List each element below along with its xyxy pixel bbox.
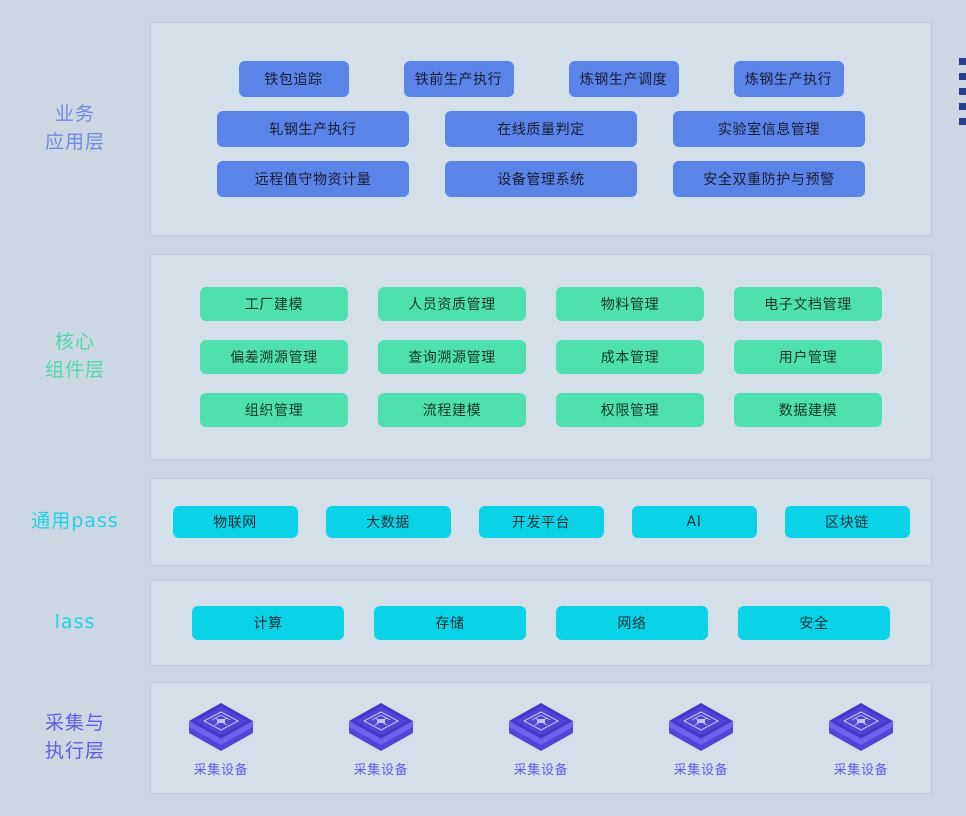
layer-business-application: 业务 应用层 铁包追踪 铁前生产执行 炼钢生产调度 炼钢生产执行 轧钢生产执行 … [0,22,932,236]
module-button[interactable]: 组织管理 [200,393,348,427]
module-button[interactable]: 轧钢生产执行 [217,111,409,147]
module-button[interactable]: 数据建模 [734,393,882,427]
legend-square-marker [959,73,966,80]
layer-iaas: lass 计算 存储 网络 安全 [0,580,932,666]
device-label: 采集设备 [193,762,249,778]
device-item[interactable]: 采集设备 [335,699,427,778]
layer-label-line: 核心 [54,331,95,354]
module-button[interactable]: 流程建模 [378,393,526,427]
legend-square-marker [959,88,966,95]
chip-device-icon [505,699,577,755]
module-button[interactable]: AI [631,506,757,538]
device-item[interactable]: 采集设备 [655,699,747,778]
module-button[interactable]: 权限管理 [556,393,704,427]
pill-row: 偏差溯源管理 查询溯源管理 成本管理 用户管理 [151,340,931,374]
module-button[interactable]: 铁包追踪 [238,61,349,97]
layer-label-line: 执行层 [44,740,105,762]
module-button[interactable]: 工厂建模 [200,287,348,321]
device-label: 采集设备 [673,762,729,778]
layer-collection-execution: 采集与 执行层 [0,682,932,794]
module-button[interactable]: 区块链 [784,506,910,538]
edge-legend [952,58,966,125]
module-button[interactable]: 炼钢生产调度 [568,61,679,97]
pill-row: 计算 存储 网络 安全 [151,606,931,640]
pill-row: 铁包追踪 铁前生产执行 炼钢生产调度 炼钢生产执行 [151,61,931,97]
module-button[interactable]: 实验室信息管理 [673,111,865,147]
device-item[interactable]: 采集设备 [175,699,267,778]
legend-square-marker [959,118,966,125]
module-button[interactable]: 网络 [556,606,708,640]
module-button[interactable]: 铁前生产执行 [403,61,514,97]
module-button[interactable]: 偏差溯源管理 [200,340,348,374]
module-button[interactable]: 计算 [192,606,344,640]
layer-label-iaas: lass [0,580,150,666]
module-button[interactable]: 电子文档管理 [734,287,882,321]
layer-label-general-paas: 通用pass [0,478,150,566]
layer-panel-collection-execution: 采集设备 [150,682,932,794]
chip-device-icon [665,699,737,755]
layer-panel-core-component: 工厂建模 人员资质管理 物料管理 电子文档管理 偏差溯源管理 查询溯源管理 成本… [150,254,932,460]
layer-panel-general-paas: 物联网 大数据 开发平台 AI 区块链 [150,478,932,566]
pill-row: 远程值守物资计量 设备管理系统 安全双重防护与预警 [151,161,931,197]
device-label: 采集设备 [513,762,569,778]
layer-label-line: 采集与 [44,712,105,735]
module-button[interactable]: 成本管理 [556,340,704,374]
module-button[interactable]: 查询溯源管理 [378,340,526,374]
legend-square-marker [959,58,966,65]
module-button[interactable]: 物联网 [172,506,298,538]
layer-label-line: 组件层 [44,359,105,381]
pill-row: 轧钢生产执行 在线质量判定 实验室信息管理 [151,111,931,147]
layer-label-core-component: 核心 组件层 [0,254,150,460]
pill-row: 物联网 大数据 开发平台 AI 区块链 [151,506,931,538]
chip-device-icon [345,699,417,755]
layer-general-paas: 通用pass 物联网 大数据 开发平台 AI 区块链 [0,478,932,566]
device-item[interactable]: 采集设备 [815,699,907,778]
layer-label-line: lass [54,611,96,634]
module-button[interactable]: 存储 [374,606,526,640]
device-item[interactable]: 采集设备 [495,699,587,778]
device-label: 采集设备 [833,762,889,778]
layer-label-line: 应用层 [44,131,105,153]
chip-device-icon [185,699,257,755]
layer-label-business-application: 业务 应用层 [0,22,150,236]
pill-row: 组织管理 流程建模 权限管理 数据建模 [151,393,931,427]
module-button[interactable]: 在线质量判定 [445,111,637,147]
device-row: 采集设备 [151,699,931,778]
module-button[interactable]: 开发平台 [478,506,604,538]
layer-panel-business-application: 铁包追踪 铁前生产执行 炼钢生产调度 炼钢生产执行 轧钢生产执行 在线质量判定 … [150,22,932,236]
device-label: 采集设备 [353,762,409,778]
module-button[interactable]: 安全 [738,606,890,640]
layer-label-line: 通用pass [31,510,119,533]
layer-label-collection-execution: 采集与 执行层 [0,682,150,794]
module-button[interactable]: 炼钢生产执行 [733,61,844,97]
module-button[interactable]: 物料管理 [556,287,704,321]
layer-core-component: 核心 组件层 工厂建模 人员资质管理 物料管理 电子文档管理 偏差溯源管理 查询… [0,254,932,460]
layer-panel-iaas: 计算 存储 网络 安全 [150,580,932,666]
pill-row: 工厂建模 人员资质管理 物料管理 电子文档管理 [151,287,931,321]
module-button[interactable]: 人员资质管理 [378,287,526,321]
chip-device-icon [825,699,897,755]
module-button[interactable]: 设备管理系统 [445,161,637,197]
layer-label-line: 业务 [54,103,95,126]
module-button[interactable]: 安全双重防护与预警 [673,161,865,197]
legend-square-marker [959,103,966,110]
module-button[interactable]: 远程值守物资计量 [217,161,409,197]
module-button[interactable]: 用户管理 [734,340,882,374]
module-button[interactable]: 大数据 [325,506,451,538]
